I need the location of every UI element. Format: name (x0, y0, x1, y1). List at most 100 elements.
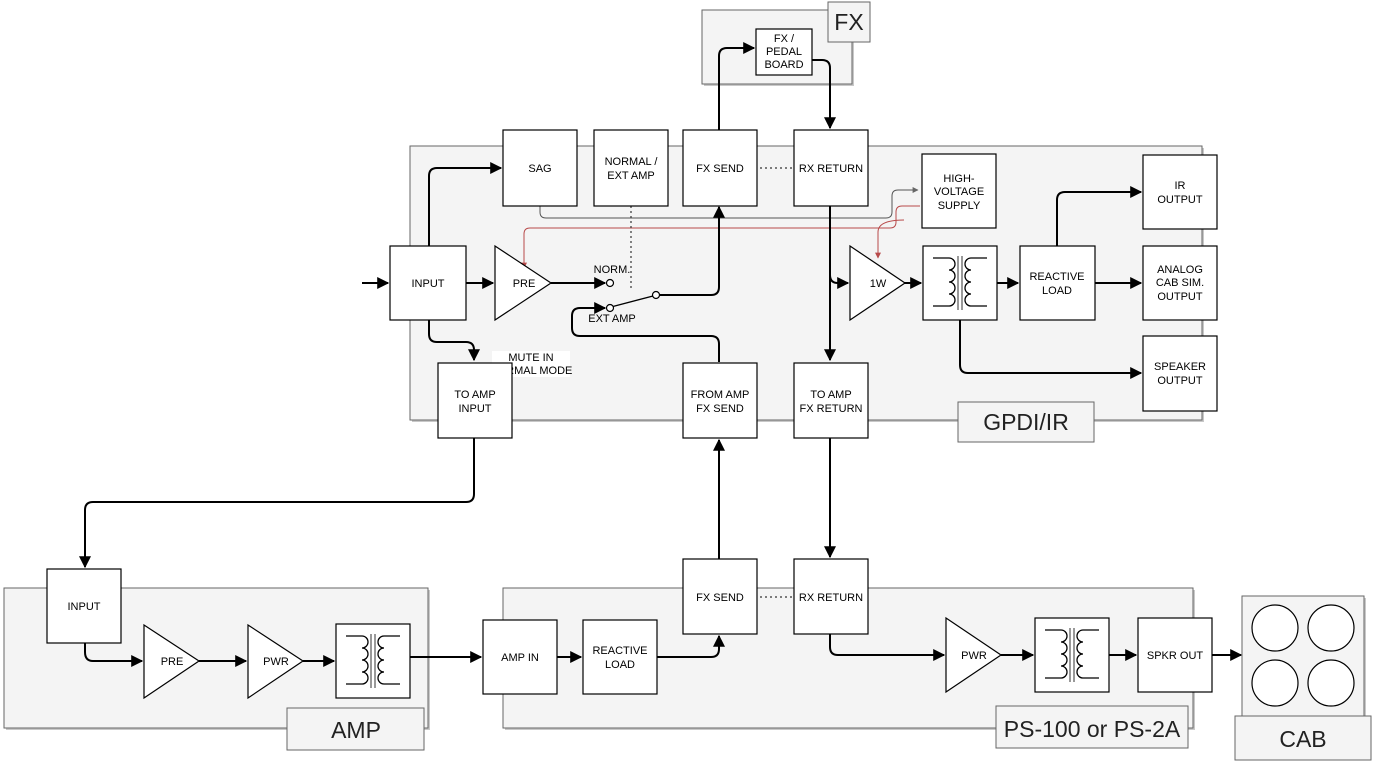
block-label: TO AMP (810, 389, 851, 401)
pedal-board-block: FX / PEDAL BOARD (755, 28, 813, 76)
sag-to-hv-line (539, 187, 919, 219)
block-label: PWR (961, 650, 987, 662)
block-label: HIGH- (943, 173, 975, 185)
input-to-sag-wire (428, 162, 503, 246)
to-amp-input-block: TO AMP INPUT (437, 362, 513, 439)
normal-ext-amp-block: NORMAL / EXT AMP (593, 129, 669, 207)
ps-group-tag: PS-100 or PS-2A (995, 705, 1189, 749)
gpdi-pre-amp: PRE (494, 244, 553, 322)
block-label: SPEAKER (1154, 361, 1206, 373)
block-label: REACTIVE (592, 645, 647, 657)
ps-power-amp: PWR (945, 616, 1003, 694)
block-label: FX SEND (696, 163, 744, 175)
speaker-cone-icon (1251, 604, 1299, 652)
input-to-amp-input-wire (428, 320, 480, 362)
block-label: NORMAL / (605, 156, 659, 168)
hv-to-pre-line (521, 205, 920, 269)
fx-send-to-pedal-wire (718, 42, 756, 130)
reactive-to-ir-wire (1056, 186, 1143, 246)
block-label: INPUT (68, 601, 101, 613)
block-label: BOARD (764, 59, 803, 71)
block-label: CAB SIM. (1156, 277, 1204, 289)
common-terminal (651, 290, 661, 300)
block-label: PRE (161, 656, 184, 668)
block-label: OUTPUT (1157, 194, 1203, 206)
from-amp-to-ext-wire (571, 302, 720, 362)
gpdi-reactive-load-block: REACTIVE LOAD (1019, 245, 1096, 321)
fx-group-label: FX (834, 9, 863, 35)
block-label: FROM AMP (691, 389, 750, 401)
block-label: INPUT (412, 278, 445, 290)
block-label: FX / (774, 33, 795, 45)
speaker-output-block: SPEAKER OUTPUT (1142, 335, 1218, 412)
ps-fx-send-block: FX SEND (682, 558, 758, 635)
amp-input-block: INPUT (46, 568, 122, 644)
block-label: PRE (513, 278, 536, 290)
high-voltage-supply-block: HIGH- VOLTAGE SUPPLY (921, 153, 997, 229)
gpdi-rx-return-block: RX RETURN (793, 129, 869, 207)
fx-group-tag (827, 1, 871, 43)
switch-to-fx-send-wire (660, 205, 725, 296)
gpdi-group-tag: GPDI/IR (957, 401, 1095, 443)
ps-reactive-to-send-wire (657, 634, 725, 658)
speaker-cone-icon (1307, 604, 1355, 652)
to-amp-fx-return-block: TO AMP FX RETURN (793, 362, 869, 439)
from-amp-fx-send-block: FROM AMP FX SEND (682, 362, 758, 439)
hv-to-1w-line (875, 219, 905, 259)
speaker-cone-icon (1251, 659, 1299, 707)
ps-group-label: PS-100 or PS-2A (1004, 716, 1181, 742)
ps-return-to-pwr-wire (829, 634, 946, 661)
switch-lever (610, 295, 654, 308)
ps-transformer (1034, 617, 1110, 693)
block-label: FX RETURN (800, 403, 863, 415)
amp-power-amp: PWR (247, 623, 305, 700)
amp-transformer (335, 623, 411, 699)
block-label: EXT AMP (607, 170, 654, 182)
to-amp-input-wire (79, 438, 475, 569)
cab-group-tag: CAB (1234, 715, 1372, 761)
xfmr-to-speaker-wire (959, 320, 1143, 379)
gpdi-input-block: INPUT (389, 245, 467, 321)
cab-speakers (1251, 604, 1355, 707)
block-label: RX RETURN (799, 592, 863, 604)
block-label: SPKR OUT (1147, 650, 1204, 662)
block-label: IR (1175, 180, 1186, 192)
block-label: REACTIVE (1029, 271, 1084, 283)
block-label: FX SEND (696, 592, 744, 604)
block-label: INPUT (459, 403, 492, 415)
speaker-cone-icon (1307, 659, 1355, 707)
block-label: 1W (870, 278, 887, 290)
block-label: VOLTAGE (934, 186, 984, 198)
pedal-to-rx-return-wire (812, 59, 836, 130)
block-label: FX SEND (696, 403, 744, 415)
amp-pre-amp: PRE (143, 623, 201, 700)
norm-ext-switch: NORM. EXT AMP (588, 264, 661, 325)
block-label: ANALOG (1157, 264, 1203, 276)
norm-label: NORM. (594, 264, 631, 276)
ps-reactive-load-block: REACTIVE LOAD (582, 619, 658, 695)
gpdi-transformer (922, 245, 998, 321)
analog-cab-sim-output-block: ANALOG CAB SIM. OUTPUT (1142, 245, 1218, 321)
block-label: AMP IN (501, 652, 539, 664)
block-label: OUTPUT (1157, 291, 1203, 303)
norm-terminal (605, 278, 615, 288)
amp-group-tag: AMP (286, 707, 425, 751)
amp-group-label: AMP (331, 717, 381, 743)
block-label: RX RETURN (799, 163, 863, 175)
ext-amp-label: EXT AMP (588, 313, 635, 325)
block-label: MUTE IN (508, 352, 553, 364)
gpdi-group-label: GPDI/IR (983, 409, 1069, 435)
ext-amp-terminal (605, 303, 615, 313)
cab-group-label: CAB (1279, 726, 1326, 752)
amp-input-to-pre-wire (84, 643, 144, 667)
block-label: PEDAL (766, 46, 802, 58)
1w-amp: 1W (849, 244, 907, 322)
gpdi-fx-send-block: FX SEND (682, 129, 758, 207)
ps-spkr-out-block: SPKR OUT (1137, 617, 1213, 693)
block-label: TO AMP (454, 389, 495, 401)
block-label: SUPPLY (938, 200, 981, 212)
ps-rx-return-block: RX RETURN (793, 558, 869, 635)
block-label: SAG (528, 163, 551, 175)
ir-output-block: IR OUTPUT (1142, 154, 1218, 230)
